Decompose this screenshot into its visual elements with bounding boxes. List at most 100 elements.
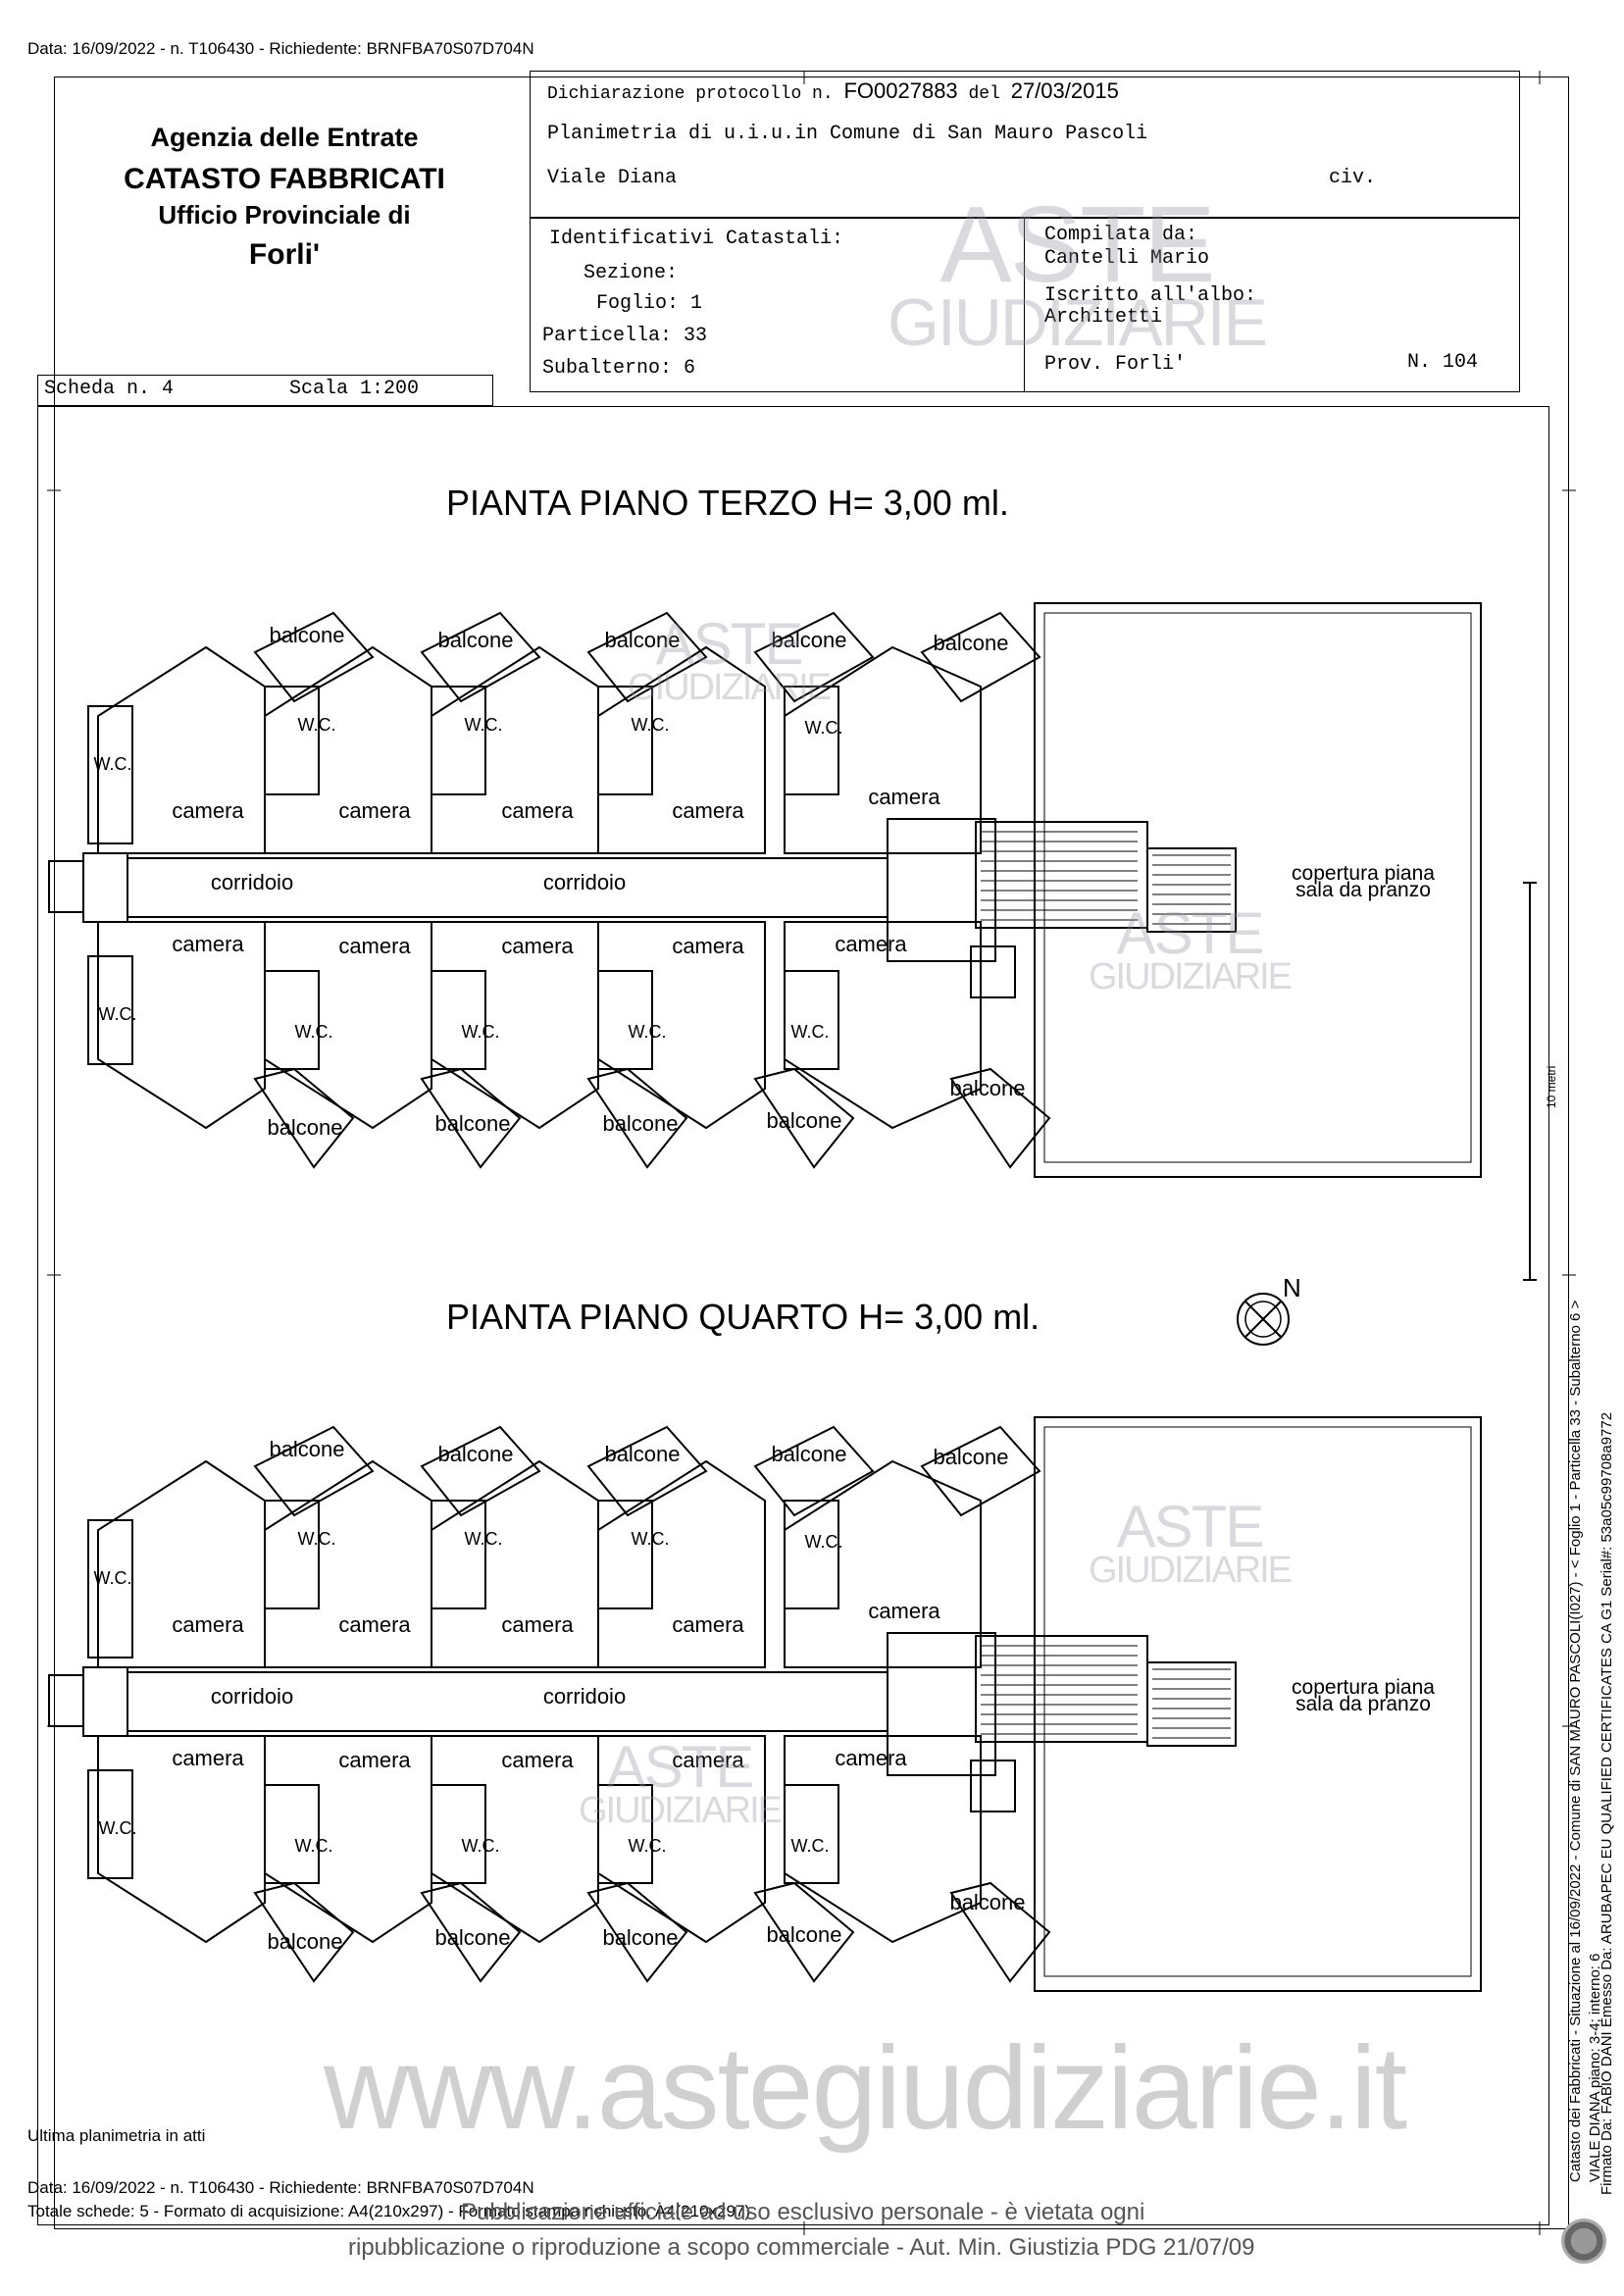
wc-label: W.C. [298, 1529, 336, 1549]
wc-wall [431, 1500, 486, 1609]
corridoio-label: corridoio [211, 870, 293, 894]
seal-icon [1561, 2219, 1606, 2264]
drawing-frame [37, 406, 1549, 2225]
balcony-outline [253, 1425, 375, 1517]
protocol-prefix: Dichiarazione protocollo n. [547, 84, 834, 104]
north-label: N [1283, 1273, 1301, 1302]
wc-label: W.C. [791, 1022, 830, 1042]
wc-label: W.C. [632, 1529, 670, 1549]
room-wall [97, 1735, 266, 1944]
protocol-del: del [968, 84, 1000, 104]
ultima-label: Ultima planimetria in atti [27, 2126, 206, 2145]
wc-label: W.C. [295, 1836, 333, 1856]
balcone-label: balcone [771, 628, 846, 652]
side-text-signature: Firmato Da: FABIO DANI Emesso Da: ARUBAP… [1599, 1411, 1615, 2195]
top-meta: Data: 16/09/2022 - n. T106430 - Richiede… [27, 39, 534, 58]
wc-label: W.C. [805, 1532, 843, 1552]
balcone-label: balcone [267, 1929, 342, 1954]
aste-logo-sub: GIUDIZIARIE [888, 285, 1268, 360]
room-wall [784, 1459, 982, 1668]
aste-logo-sub: GIUDIZIARIE [579, 1790, 783, 1831]
office-block: Agenzia delle Entrate CATASTO FABBRICATI… [59, 123, 510, 272]
wc-wall [597, 1500, 653, 1609]
copertura-label: copertura piana [1292, 862, 1435, 885]
camera-label: camera [835, 1746, 907, 1770]
office-line1: Agenzia delle Entrate [150, 123, 419, 152]
wc-label: W.C. [465, 1529, 503, 1549]
balcony-outline [586, 1425, 708, 1517]
camera-label: camera [172, 1612, 244, 1637]
balcone-label: balcone [949, 1890, 1025, 1914]
scheda-box [37, 375, 493, 406]
copertura-label: copertura piana [1292, 1676, 1435, 1699]
wc-wall [597, 970, 653, 1070]
wc-label: W.C. [629, 1022, 667, 1042]
balcony-outline [586, 1881, 688, 1983]
office-line3: Ufficio Provinciale di [158, 200, 411, 230]
balcone-label: balcone [933, 1445, 1008, 1469]
side-text-cadastre: Catasto dei Fabbricati - Situazione al 1… [1567, 1300, 1584, 2182]
elevator-shaft [970, 945, 1016, 998]
camera-label: camera [338, 798, 411, 823]
stair-landing [1146, 847, 1237, 933]
camera-label: camera [338, 934, 411, 958]
aste-logo-sub: GIUDIZIARIE [1089, 956, 1293, 997]
wc-wall [431, 686, 486, 795]
balcone-label: balcone [434, 1925, 510, 1950]
camera-label: camera [672, 1612, 744, 1637]
north-circle-icon [1244, 1301, 1282, 1338]
camera-label: camera [172, 1746, 244, 1770]
wc-label: W.C. [462, 1022, 500, 1042]
wc-label: W.C. [298, 715, 336, 735]
corridor-entry [48, 860, 84, 913]
corridor-entry [48, 1674, 84, 1727]
balcony-outline [420, 611, 541, 703]
outer-frame [54, 77, 1569, 2229]
stair-landing [1146, 1661, 1237, 1747]
wc-wall [264, 686, 320, 795]
aste-logo-header: ASTE GIUDIZIARIE [888, 191, 1268, 360]
wc-label: W.C. [462, 1836, 500, 1856]
wc-wall [264, 970, 320, 1070]
office-line2: CATASTO FABBRICATI [124, 163, 445, 195]
aste-logo-top-plan: ASTE GIUDIZIARIE [628, 615, 832, 707]
albo-label: Architetti [1044, 306, 1163, 329]
wc-label: W.C. [805, 718, 843, 738]
camera-label: camera [501, 1748, 574, 1772]
corridor-end [82, 852, 128, 923]
plan-top-title: PIANTA PIANO TERZO H= 3,00 ml. [446, 483, 1009, 523]
room-wall [97, 1459, 266, 1668]
totale-label: Totale schede: 5 - Formato di acquisizio… [27, 2202, 751, 2220]
corridoio-label: corridoio [543, 870, 626, 894]
particella-label: Particella: 33 [542, 325, 708, 347]
roof-outline [1034, 602, 1482, 1178]
copertura-label: sala da pranzo [1295, 1693, 1431, 1715]
wc-label: W.C. [94, 1568, 132, 1588]
disclaimer-1: Pubblicazione ufficiale ad uso esclusivo… [461, 2199, 1145, 2225]
wc-wall [784, 970, 839, 1070]
stair-flight [975, 1635, 1148, 1743]
balcone-label: balcone [766, 1108, 841, 1133]
balcony-outline [949, 1881, 1051, 1983]
watermark-url: www.astegiudiziarie.it [324, 2022, 1407, 2154]
balcone-label: balcone [267, 1115, 342, 1140]
corridoio-label: corridoio [543, 1684, 626, 1709]
room-wall [97, 645, 266, 854]
protocol-number: FO0027883 [843, 78, 958, 103]
aste-logo-word: ASTE [606, 1734, 755, 1800]
wc-wall [87, 1519, 133, 1658]
aste-logo-right-bottom: ASTE GIUDIZIARIE [1089, 1498, 1293, 1591]
wc-label: W.C. [632, 715, 670, 735]
elevator-shaft [970, 1760, 1016, 1812]
aste-logo-sub: GIUDIZIARIE [1089, 1550, 1293, 1591]
scala-label: Scala 1:200 [289, 378, 420, 400]
balcone-label: balcone [602, 1925, 678, 1950]
compilata-box [1024, 218, 1520, 392]
balcone-label: balcone [437, 1442, 513, 1466]
camera-label: camera [338, 1748, 411, 1772]
balcony-outline [753, 611, 875, 703]
camera-label: camera [868, 785, 940, 809]
balcone-label: balcone [437, 628, 513, 652]
balcone-label: balcone [602, 1111, 678, 1136]
wc-wall [431, 1784, 486, 1884]
